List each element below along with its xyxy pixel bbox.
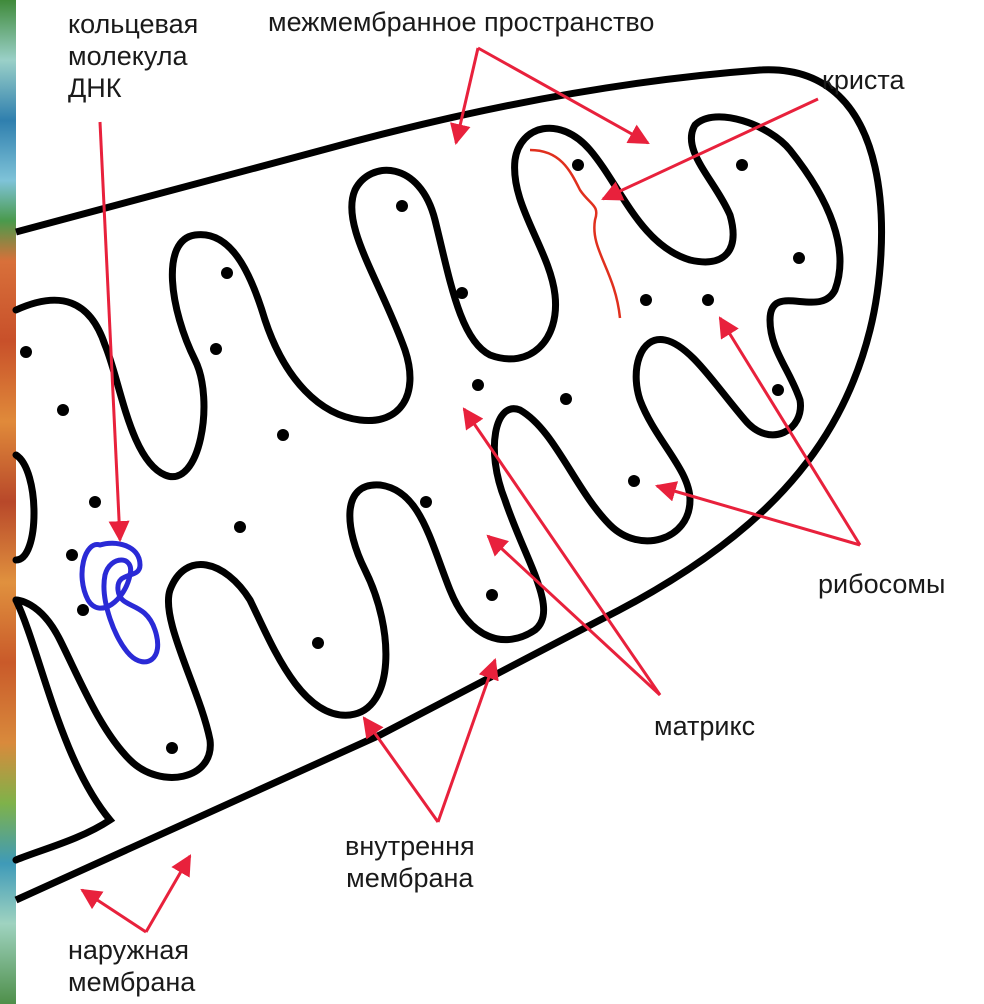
label-outer-membrane: наружная мембрана <box>68 934 195 998</box>
arrow-intermembrane-1 <box>456 48 478 143</box>
ribosome <box>57 404 69 416</box>
ribosome <box>736 159 748 171</box>
ribosome <box>420 496 432 508</box>
arrow-matrix-2 <box>488 536 660 695</box>
ribosome <box>89 496 101 508</box>
arrow-inner-2 <box>438 660 495 822</box>
ribosome <box>166 742 178 754</box>
ribosome <box>640 294 652 306</box>
ribosome <box>572 159 584 171</box>
label-crista: криста <box>822 64 905 96</box>
arrow-outer-2 <box>146 856 190 932</box>
circular-dna <box>82 543 158 662</box>
ribosomes-dots <box>20 159 805 754</box>
label-matrix: матрикс <box>654 710 755 742</box>
ribosome <box>312 637 324 649</box>
label-ribosomes: рибосомы <box>818 568 945 600</box>
ribosome <box>456 287 468 299</box>
label-circular-dna: кольцевая молекула ДНК <box>68 8 198 104</box>
ribosome <box>702 294 714 306</box>
outer-membrane <box>16 70 882 900</box>
arrow-inner-1 <box>364 718 438 822</box>
ribosome <box>472 379 484 391</box>
ribosome <box>66 549 78 561</box>
arrow-outer-1 <box>82 890 146 932</box>
ribosome <box>486 589 498 601</box>
label-intermembrane-space: межмембранное пространство <box>268 6 654 38</box>
label-inner-membrane: внутрення мембрана <box>345 830 475 894</box>
ribosome <box>221 267 233 279</box>
ribosome <box>210 343 222 355</box>
ribosome <box>772 384 784 396</box>
ribosome <box>396 200 408 212</box>
ribosome <box>234 521 246 533</box>
ribosome <box>20 346 32 358</box>
ribosome <box>560 393 572 405</box>
ribosome <box>77 604 89 616</box>
inner-membrane-left-lobe <box>16 455 34 560</box>
ribosome <box>277 429 289 441</box>
inner-membrane <box>16 117 840 778</box>
ribosome <box>628 475 640 487</box>
ribosome <box>793 252 805 264</box>
